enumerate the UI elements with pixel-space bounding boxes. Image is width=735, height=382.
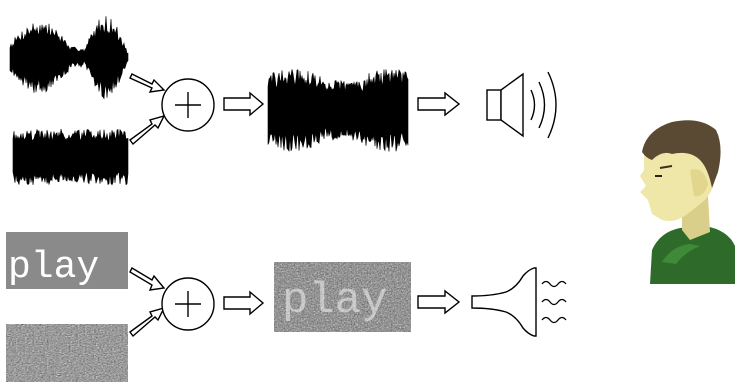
noisy-text-image-label: play <box>282 276 388 326</box>
text-image-label: play <box>8 246 99 289</box>
arrow-noise-to-sum <box>129 114 166 146</box>
loudspeaker-icon <box>486 71 557 139</box>
noisy-text-image: play <box>274 262 411 332</box>
arrow-text-to-sum <box>129 267 166 291</box>
listener-icon <box>640 120 735 284</box>
sum-operator-visual <box>161 277 215 331</box>
trumpet-horn-icon <box>471 267 567 337</box>
arrow-sum-to-noisy-image <box>223 290 265 316</box>
arrow-noisy-image-to-horn <box>417 289 461 315</box>
arrow-noise-image-to-sum <box>129 306 166 338</box>
speech-waveform <box>9 16 129 100</box>
noise-image <box>6 324 128 382</box>
text-image: play <box>6 232 128 289</box>
noise-waveform <box>12 128 129 186</box>
sum-operator-audio <box>161 78 215 132</box>
noisy-waveform <box>267 69 409 152</box>
arrow-sum-to-noisy-audio <box>223 91 265 117</box>
arrow-speech-to-sum <box>129 73 166 93</box>
arrow-noisy-audio-to-speaker <box>417 91 461 117</box>
